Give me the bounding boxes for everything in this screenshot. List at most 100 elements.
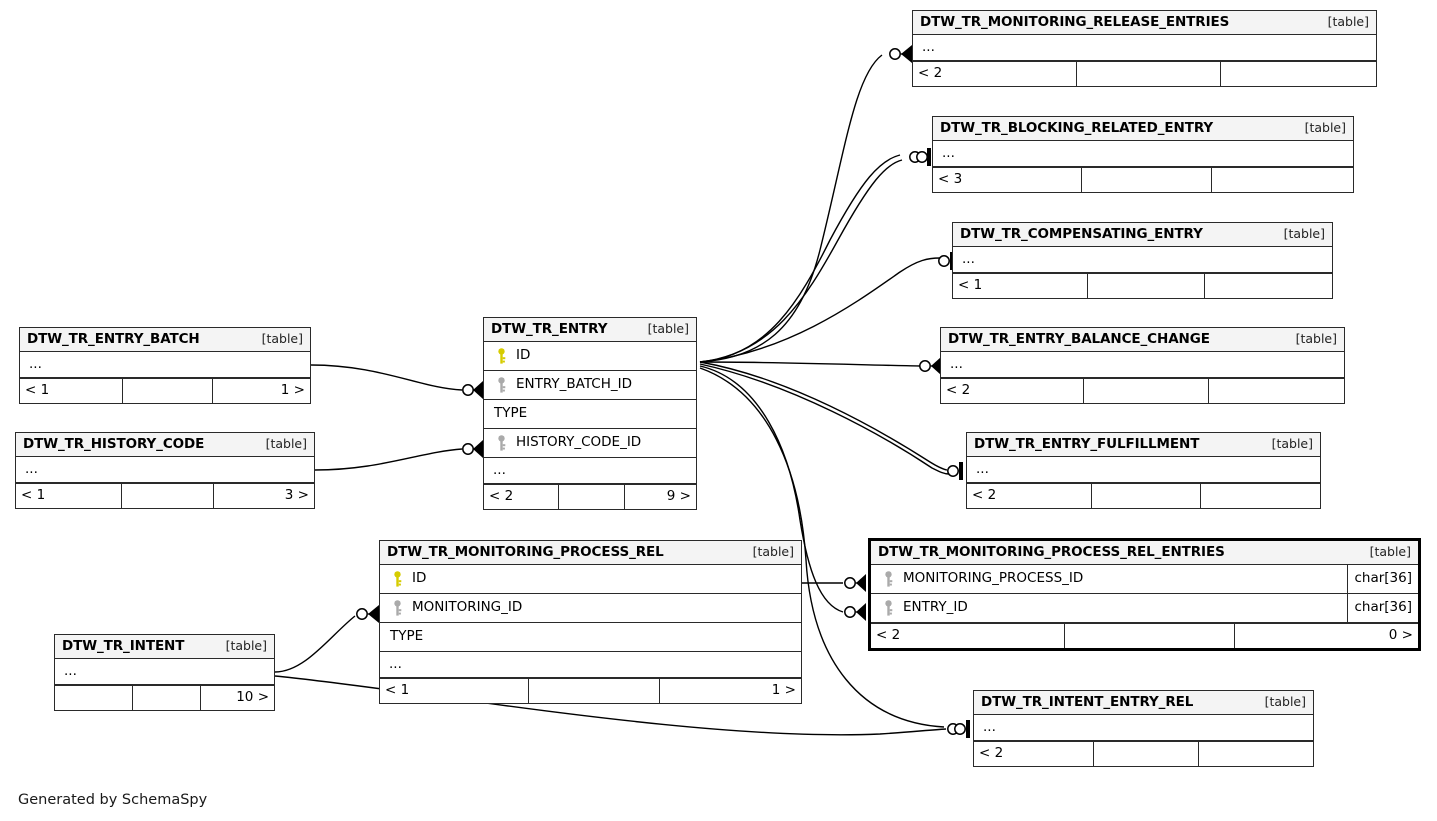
column-type: char[36] <box>1347 594 1418 622</box>
table-header-dtw-tr-entry-fulfillment[interactable]: DTW_TR_ENTRY_FULFILLMENT[table] <box>967 433 1320 457</box>
footer-parents-count: < 2 <box>974 742 1094 766</box>
marker-optional-one-entry-fulfillment <box>947 462 963 480</box>
footer-middle-cell <box>1065 624 1235 648</box>
table-column-row[interactable]: ... <box>933 141 1353 167</box>
foreign-key-icon <box>386 600 408 616</box>
table-footer-dtw-tr-intent-entry-rel: < 2 <box>974 741 1313 766</box>
footer-middle-cell <box>1088 274 1205 298</box>
table-type-tag: [table] <box>1369 544 1411 560</box>
table-column-row[interactable]: ID <box>484 342 696 371</box>
table-header-dtw-tr-monitoring-release-entries[interactable]: DTW_TR_MONITORING_RELEASE_ENTRIES[table] <box>913 11 1376 35</box>
column-name: ... <box>976 462 989 477</box>
marker-optional-many-entry-id <box>844 603 866 621</box>
table-node-dtw-tr-intent[interactable]: DTW_TR_INTENT[table]...10 > <box>54 634 275 711</box>
footer-middle-cell <box>133 686 201 710</box>
column-name: ... <box>493 463 506 478</box>
table-column-row[interactable]: TYPE <box>380 623 801 652</box>
table-header-dtw-tr-intent[interactable]: DTW_TR_INTENT [table] <box>55 635 274 659</box>
table-column-row[interactable]: ... <box>484 458 696 484</box>
table-node-dtw-tr-intent-entry-rel[interactable]: DTW_TR_INTENT_ENTRY_REL[table]... < 2 <box>973 690 1314 767</box>
footer-middle-cell <box>123 379 213 403</box>
foreign-key-icon <box>877 571 899 587</box>
table-column-row[interactable]: ... <box>55 659 274 685</box>
table-name: DTW_TR_MONITORING_RELEASE_ENTRIES <box>920 13 1230 30</box>
footer-parents-count: < 1 <box>953 274 1088 298</box>
column-name: ... <box>389 657 402 672</box>
table-type-tag: [table] <box>1271 436 1313 452</box>
marker-optional-one-intent-entry-rel <box>947 720 970 738</box>
table-node-dtw-tr-blocking-related-entry[interactable]: DTW_TR_BLOCKING_RELATED_ENTRY[table]...<… <box>932 116 1354 193</box>
table-name: DTW_TR_HISTORY_CODE <box>23 435 205 452</box>
table-column-row[interactable]: TYPE <box>484 400 696 429</box>
table-node-dtw-tr-monitoring-release-entries[interactable]: DTW_TR_MONITORING_RELEASE_ENTRIES[table]… <box>912 10 1377 87</box>
edge-entry-blocking-related-entry-b <box>699 159 903 363</box>
footer-parents-count: < 1 <box>380 679 529 703</box>
column-name: ID <box>412 572 427 586</box>
table-name: DTW_TR_INTENT <box>62 637 185 654</box>
table-node-dtw-tr-entry-balance-change[interactable]: DTW_TR_ENTRY_BALANCE_CHANGE[table]...< 2 <box>940 327 1345 404</box>
marker-optional-many-monitoring-id <box>356 605 379 623</box>
table-column-row[interactable]: ID <box>380 565 801 594</box>
table-header-dtw-tr-history-code[interactable]: DTW_TR_HISTORY_CODE [table] <box>16 433 314 457</box>
table-column-row[interactable]: MONITORING_ID <box>380 594 801 623</box>
table-node-dtw-tr-compensating-entry[interactable]: DTW_TR_COMPENSATING_ENTRY[table]... < 1 <box>952 222 1333 299</box>
edge-entry-entry-fulfillment-b <box>699 363 950 475</box>
table-header-dtw-tr-monitoring-process-rel-entries[interactable]: DTW_TR_MONITORING_PROCESS_REL_ENTRIES[ta… <box>871 541 1418 565</box>
table-column-row[interactable]: ... <box>16 457 314 483</box>
table-column-row[interactable]: ... <box>967 457 1320 483</box>
table-header-dtw-tr-blocking-related-entry[interactable]: DTW_TR_BLOCKING_RELATED_ENTRY[table] <box>933 117 1353 141</box>
footer-children-count <box>1201 484 1320 508</box>
column-name: ... <box>962 252 975 267</box>
table-footer-dtw-tr-entry-fulfillment: < 2 <box>967 483 1320 508</box>
column-name: MONITORING_ID <box>412 601 523 615</box>
table-name: DTW_TR_COMPENSATING_ENTRY <box>960 225 1203 242</box>
table-column-row[interactable]: HISTORY_CODE_ID <box>484 429 696 458</box>
edge-history-code-entry <box>314 448 463 471</box>
footer-children-count <box>1209 379 1344 403</box>
column-name: ... <box>29 357 42 372</box>
column-name: ... <box>922 40 935 55</box>
primary-key-icon <box>386 571 408 587</box>
footer-middle-cell <box>1082 168 1212 192</box>
table-column-row[interactable]: ... <box>913 35 1376 61</box>
edge-entry-compensating-entry <box>699 257 941 363</box>
column-name: ... <box>25 462 38 477</box>
table-column-row[interactable]: ... <box>953 247 1332 273</box>
table-column-row[interactable]: ... <box>380 652 801 678</box>
foreign-key-icon <box>490 377 512 393</box>
column-name: TYPE <box>494 407 528 421</box>
primary-key-icon <box>490 348 512 364</box>
footer-children-count <box>1212 168 1353 192</box>
table-name: DTW_TR_ENTRY_BATCH <box>27 330 200 347</box>
marker-optional-many-entry-batch-id <box>462 381 483 399</box>
table-type-tag: [table] <box>225 638 267 654</box>
table-header-dtw-tr-compensating-entry[interactable]: DTW_TR_COMPENSATING_ENTRY[table] <box>953 223 1332 247</box>
column-name: MONITORING_PROCESS_ID <box>903 572 1084 586</box>
column-name: ... <box>983 720 996 735</box>
table-header-dtw-tr-entry-batch[interactable]: DTW_TR_ENTRY_BATCH[table] <box>20 328 310 352</box>
table-header-dtw-tr-entry-balance-change[interactable]: DTW_TR_ENTRY_BALANCE_CHANGE[table] <box>941 328 1344 352</box>
table-header-dtw-tr-intent-entry-rel[interactable]: DTW_TR_INTENT_ENTRY_REL[table] <box>974 691 1313 715</box>
footer-parents-count: < 2 <box>967 484 1092 508</box>
table-node-dtw-tr-entry-fulfillment[interactable]: DTW_TR_ENTRY_FULFILLMENT[table]... < 2 <box>966 432 1321 509</box>
table-column-row[interactable]: ... <box>20 352 310 378</box>
edge-entry-monitoring-release-entries <box>699 54 883 363</box>
footer-children-count <box>1221 62 1376 86</box>
table-header-dtw-tr-monitoring-process-rel[interactable]: DTW_TR_MONITORING_PROCESS_REL[table] <box>380 541 801 565</box>
table-column-row[interactable]: ... <box>974 715 1313 741</box>
table-column-row[interactable]: ... <box>941 352 1344 378</box>
footer-parents-count: < 3 <box>933 168 1082 192</box>
table-node-dtw-tr-monitoring-process-rel[interactable]: DTW_TR_MONITORING_PROCESS_REL[table] ID MO… <box>379 540 802 704</box>
edge-entry-blocking-related-entry-a <box>699 154 901 363</box>
table-column-row[interactable]: ENTRY_BATCH_ID <box>484 371 696 400</box>
table-node-dtw-tr-monitoring-process-rel-entries[interactable]: DTW_TR_MONITORING_PROCESS_REL_ENTRIES[ta… <box>868 538 1421 651</box>
table-header-dtw-tr-entry[interactable]: DTW_TR_ENTRY[table] <box>484 318 696 342</box>
table-type-tag: [table] <box>265 436 307 452</box>
